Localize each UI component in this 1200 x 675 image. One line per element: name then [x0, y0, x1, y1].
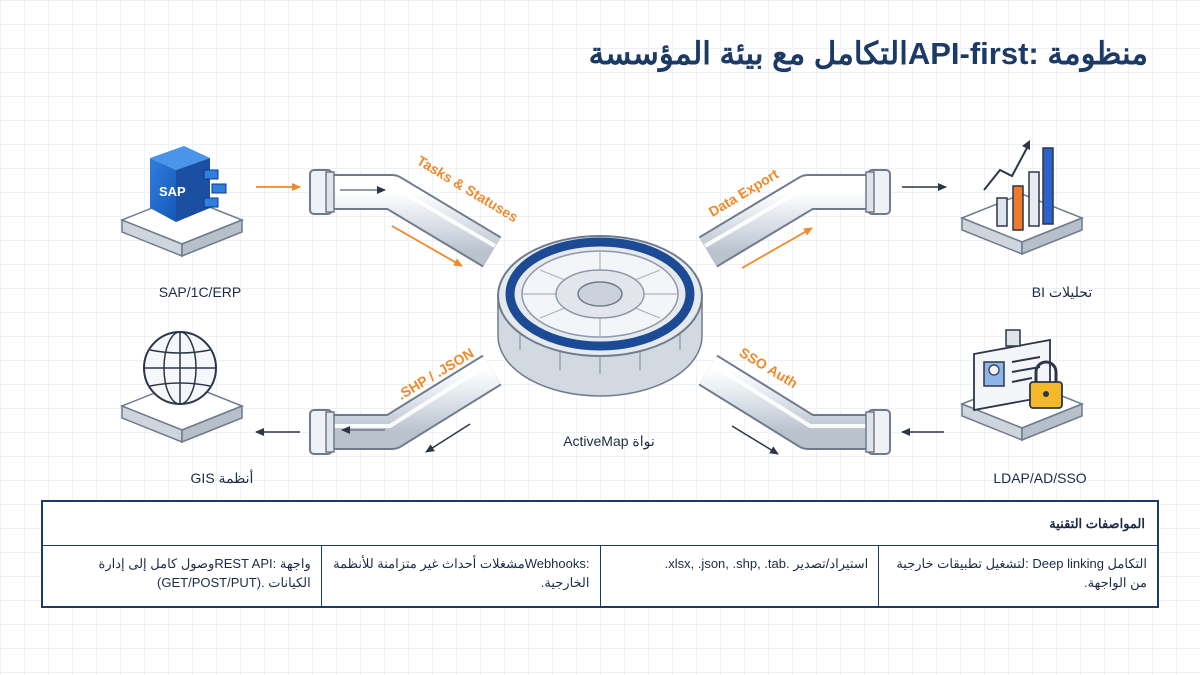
arrow-shp-flow — [425, 423, 471, 453]
spec-cell-rest-api: واجهة :REST APIوصول كامل إلى إدارة الكيا… — [98, 556, 311, 590]
core-label: نواة ActiveMap — [563, 433, 655, 450]
gis-label: أنظمة GIS — [191, 468, 254, 486]
erp-node: SAP — [119, 146, 245, 258]
pipe-sso — [698, 354, 891, 455]
bi-label: تحليلات BI — [1032, 284, 1093, 300]
gis-node — [119, 331, 245, 444]
bi-node — [959, 140, 1085, 256]
sap-logo-text: SAP — [159, 184, 186, 199]
bar-chart-icon — [983, 140, 1054, 231]
page-title: منظومة :API-firstالتكامل مع بيئة المؤسسة — [588, 36, 1148, 71]
spec-cell-deep-linking: التكامل Deep linking :لتشغيل تطبيقات خار… — [878, 546, 1157, 606]
spec-cell-import-export: استيراد/تصدير .xlsx, .json, .shp, .tab. — [599, 546, 879, 606]
arrow-export-flow — [741, 227, 813, 269]
pipe-shp — [309, 354, 502, 455]
activemap-core-hub — [497, 235, 703, 397]
padlock-icon — [1029, 360, 1063, 409]
ldap-label: LDAP/AD/SSO — [993, 470, 1086, 486]
pipe-export — [698, 169, 891, 268]
integration-diagram: Tasks & Statuses Data Export .SHP / .JSO… — [119, 140, 1093, 486]
sap-cube-icon: SAP — [150, 146, 227, 222]
pipe-tasks — [309, 169, 502, 268]
specs-heading: المواصفات التقنية — [43, 502, 1157, 546]
arrow-sso-flow — [731, 425, 779, 455]
spec-cell-webhooks: :Webhooksمشغلات أحداث غير متزامنة للأنظم… — [320, 546, 600, 606]
arrow-tasks-flow — [391, 225, 463, 267]
erp-label: SAP/1C/ERP — [159, 284, 241, 300]
tech-specs-table: المواصفات التقنية التكامل Deep linking :… — [41, 500, 1159, 608]
specs-row: التكامل Deep linking :لتشغيل تطبيقات خار… — [43, 546, 1157, 606]
ldap-node — [959, 329, 1085, 442]
globe-icon — [143, 331, 217, 405]
